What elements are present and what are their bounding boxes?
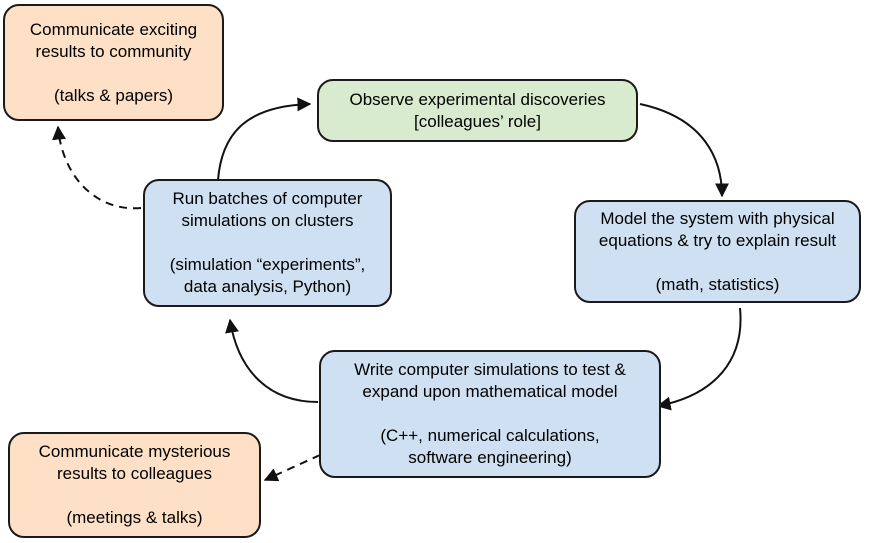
- node-text: Observe experimental discoveries: [349, 89, 606, 109]
- node-text: Communicate exciting: [29, 19, 198, 39]
- edge-write-simulations-to-run-batches: [225, 318, 319, 403]
- node-observe-discoveries: Observe experimental discoveries [collea…: [317, 79, 638, 142]
- node-write-simulations: Write computer simulations to test & exp…: [319, 350, 661, 478]
- node-text: simulations on clusters: [181, 211, 354, 230]
- node-note: data analysis, Python): [183, 277, 352, 296]
- node-text: expand upon mathematical model: [362, 382, 618, 401]
- node-text: Write computer simulations to test &: [354, 360, 626, 379]
- node-text: results to colleagues: [57, 464, 212, 483]
- node-note: (simulation “experiments”,: [169, 255, 366, 274]
- node-run-batches: Run batches of computer simulations on c…: [143, 179, 392, 307]
- node-note: (C++, numerical calculations,: [380, 426, 600, 445]
- node-text: results to community: [35, 41, 192, 61]
- edge-run-batches-to-observe: [217, 97, 312, 181]
- edge-model-to-write-simulations: [656, 307, 742, 411]
- node-text: equations & try to explain result: [598, 230, 837, 250]
- node-note: (talks & papers): [53, 85, 174, 105]
- node-note: software engineering): [408, 448, 572, 467]
- edge-run-batches-to-communicate-community: [52, 125, 142, 210]
- node-communicate-community: Communicate exciting results to communit…: [3, 4, 224, 121]
- node-text: Communicate mysterious: [38, 442, 231, 461]
- node-text: Model the system with physical: [600, 208, 835, 228]
- edge-write-simulations-to-communicate-colleagues: [263, 454, 321, 482]
- edge-observe-to-model: [639, 103, 729, 198]
- node-note: (meetings & talks): [66, 508, 203, 527]
- node-communicate-colleagues: Communicate mysterious results to collea…: [8, 432, 261, 538]
- node-text: Run batches of computer: [172, 189, 363, 208]
- node-note: (math, statistics): [655, 274, 780, 294]
- node-text: [colleagues’ role]: [414, 111, 541, 131]
- node-model-system: Model the system with physical equations…: [574, 200, 861, 303]
